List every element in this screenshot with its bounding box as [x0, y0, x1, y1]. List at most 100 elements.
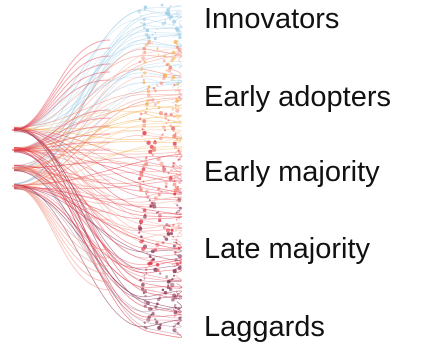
flow-strand: [13, 92, 183, 151]
flow-strand: [13, 156, 182, 169]
flow-strand: [11, 71, 111, 131]
flow-dot: [171, 107, 175, 111]
flow-strand: [11, 185, 111, 291]
flow-dot: [172, 134, 177, 139]
flow-dot: [172, 130, 175, 133]
flow-strand: [13, 168, 182, 254]
flow-dot: [162, 59, 166, 63]
flow-dot: [156, 211, 158, 214]
flow-strand: [11, 141, 111, 151]
flow-dot: [151, 312, 155, 316]
flow-dot: [172, 23, 175, 26]
flow-dot: [172, 293, 177, 298]
flow-dot: [154, 89, 157, 93]
flow-strand: [13, 125, 182, 130]
flow-dot: [177, 247, 181, 250]
flow-dot: [143, 26, 146, 30]
flow-strand: [13, 128, 182, 282]
flow-dot: [153, 37, 157, 41]
flow-dot: [151, 153, 154, 156]
flow-dot: [164, 18, 167, 21]
flow-dot: [157, 211, 160, 214]
flow-dot: [177, 95, 181, 99]
flow-dot: [165, 69, 168, 72]
flow-strand: [13, 130, 182, 193]
flow-dot: [175, 218, 178, 221]
flow-dot: [173, 115, 176, 118]
flow-dot: [158, 110, 164, 116]
flow-dot: [164, 129, 166, 132]
flow-strand: [13, 129, 183, 237]
flow-strand: [13, 54, 182, 130]
flow-strand: [13, 43, 182, 134]
flow-dot: [141, 167, 146, 172]
flow-strand: [13, 50, 182, 149]
flow-dot: [142, 130, 147, 136]
flow-dot: [151, 33, 154, 36]
flow-strand: [13, 148, 182, 250]
flow-dot: [164, 116, 168, 120]
flow-dot: [144, 326, 148, 330]
flow-strand: [13, 186, 182, 249]
flow-dot: [146, 93, 151, 98]
flow-strand: [13, 89, 182, 128]
flow-dot: [141, 135, 144, 138]
stage-label-early-majority: Early majority: [204, 156, 380, 188]
flow-dot: [163, 235, 166, 238]
flow-dot: [149, 204, 153, 208]
flow-dot: [172, 325, 176, 328]
flow-dot: [139, 223, 142, 225]
flow-dot: [176, 216, 178, 219]
flow-dot: [177, 265, 182, 270]
flow-dot: [172, 328, 177, 333]
flow-strand: [11, 167, 111, 221]
flow-strand: [13, 170, 182, 281]
flow-dot: [173, 179, 176, 183]
flow-strand: [13, 64, 183, 132]
flow-strand: [13, 5, 182, 131]
flow-dot: [161, 21, 166, 26]
flow-dot: [155, 320, 159, 324]
flow-dot: [150, 201, 153, 204]
flow-dot: [162, 226, 166, 230]
flow-dot: [153, 145, 157, 149]
flow-dot: [156, 157, 161, 162]
flow-strand: [13, 129, 182, 151]
flow-dot: [143, 60, 147, 64]
flow-dot: [163, 290, 168, 295]
flow-dot: [165, 228, 171, 233]
flow-dot: [165, 223, 169, 227]
flow-dot: [140, 235, 143, 238]
flow-dot: [169, 15, 173, 19]
flow-dot: [156, 297, 161, 302]
flow-dot-clusters: [137, 3, 182, 333]
flow-dot: [143, 304, 147, 308]
flow-dot: [144, 140, 146, 142]
flow-dot: [142, 123, 147, 128]
flow-dot: [177, 307, 181, 311]
flow-dot: [161, 241, 165, 245]
flow-dot: [174, 306, 177, 309]
flow-strand: [11, 167, 111, 197]
flow-dot: [143, 5, 148, 9]
flow-dot: [147, 306, 153, 311]
flow-dot: [163, 54, 167, 58]
flow-dot: [174, 103, 177, 106]
flow-dot: [172, 164, 175, 168]
flow-strand: [13, 184, 182, 282]
flow-strand: [13, 187, 183, 319]
flow-dot: [140, 21, 143, 24]
flow-dot: [154, 32, 156, 34]
flow-dot: [162, 125, 166, 129]
flow-dot: [149, 144, 154, 149]
flow-dot: [146, 301, 150, 305]
flow-dot: [153, 102, 157, 107]
flow-dot: [157, 187, 161, 191]
flow-dot: [159, 161, 164, 166]
flow-dot: [171, 126, 176, 131]
flow-dot: [169, 124, 173, 128]
flow-dot: [166, 8, 170, 12]
flow-dot: [156, 48, 159, 51]
flow-dot: [167, 68, 172, 73]
flow-dot: [158, 213, 162, 218]
